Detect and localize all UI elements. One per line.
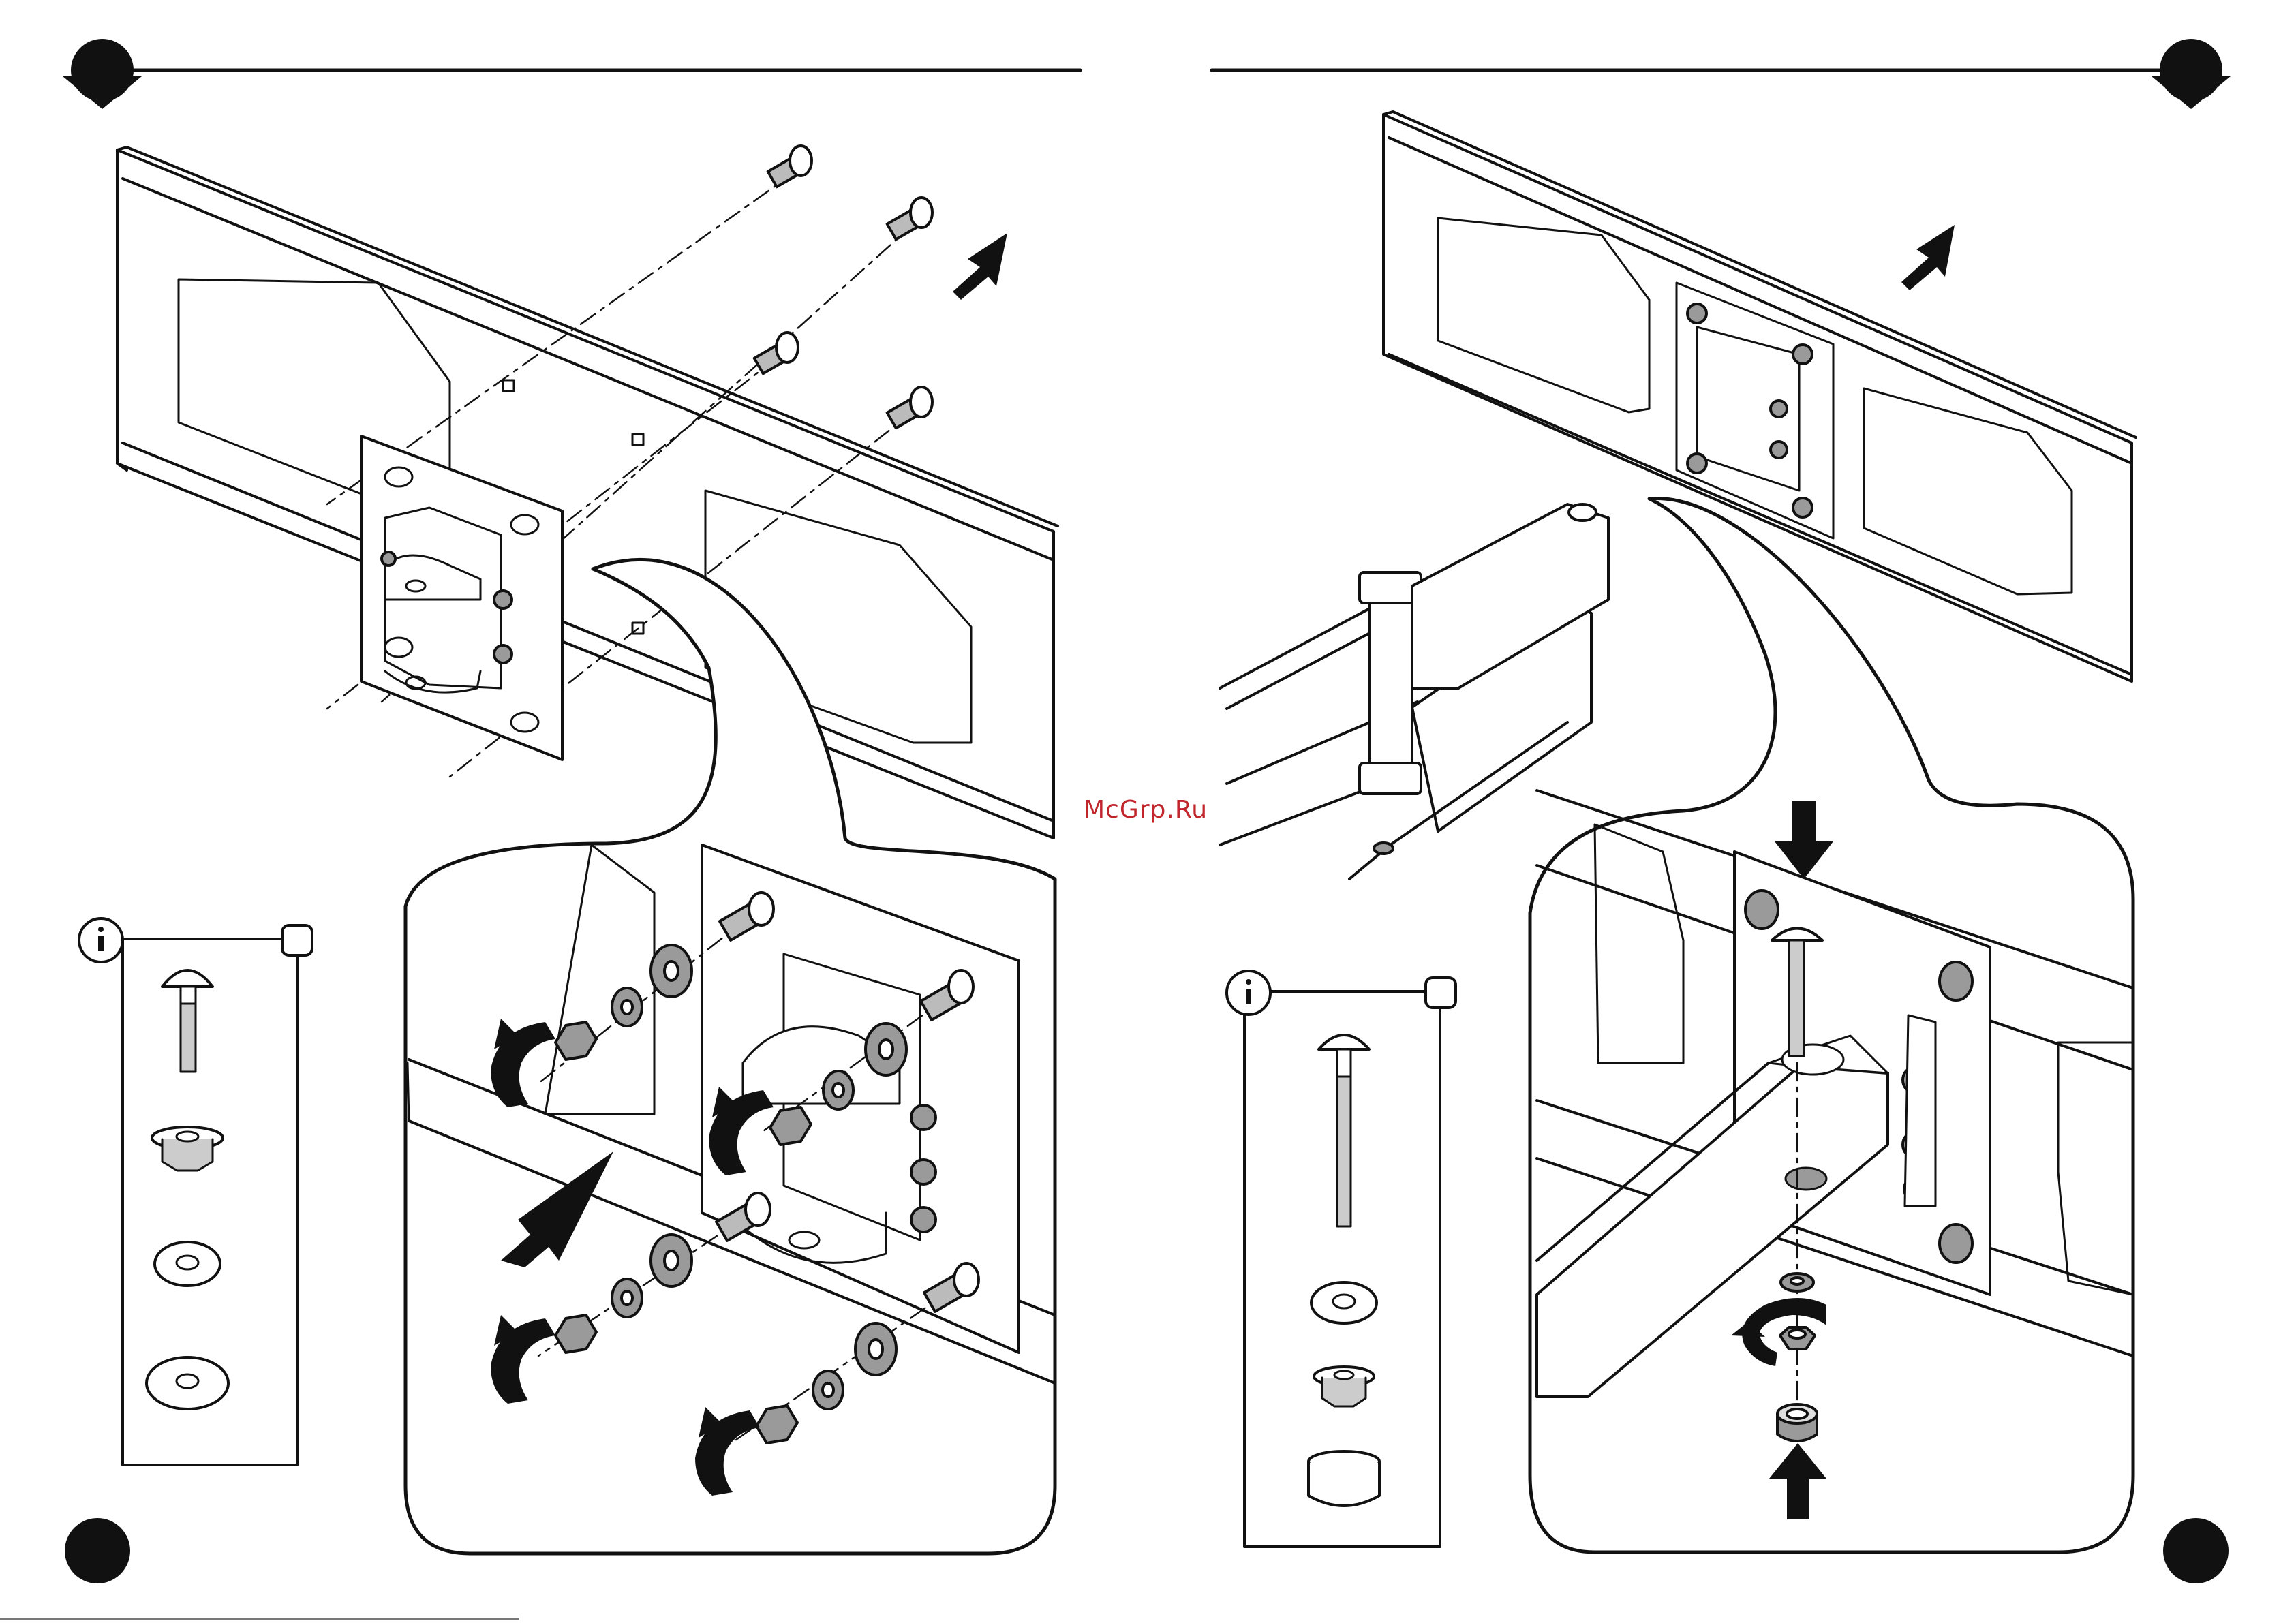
left-step-diamond-marker-icon xyxy=(63,39,142,109)
small-washer-part-icon xyxy=(155,1242,220,1286)
left-insert-direction-arrow-icon xyxy=(953,233,1007,300)
right-parts-box xyxy=(1227,971,1456,1547)
flange-nut-part-icon xyxy=(152,1127,223,1171)
left-parts-box xyxy=(79,918,312,1465)
cap-part-icon xyxy=(1308,1451,1379,1506)
long-carriage-bolt-part-icon xyxy=(1319,1035,1369,1226)
flange-nut-part-icon-right xyxy=(1314,1367,1374,1406)
carriage-bolt-part-icon xyxy=(162,970,213,1072)
right-info-icon xyxy=(1227,971,1270,1015)
left-wall-plate xyxy=(117,147,1058,838)
right-page-number-circle xyxy=(2163,1518,2229,1583)
right-step-diamond-marker-icon xyxy=(2152,39,2231,109)
right-swing-arm xyxy=(1220,504,1608,879)
right-quantity-box-icon xyxy=(1426,978,1456,1008)
watermark-text: McGrp.Ru xyxy=(1084,796,1208,824)
left-quantity-box-icon xyxy=(282,925,312,955)
left-info-icon xyxy=(79,918,123,962)
large-washer-part-icon xyxy=(147,1357,228,1409)
right-insert-direction-arrow-icon xyxy=(1901,225,1955,290)
washer-part-icon xyxy=(1311,1282,1377,1323)
left-page-number-circle xyxy=(65,1518,130,1583)
